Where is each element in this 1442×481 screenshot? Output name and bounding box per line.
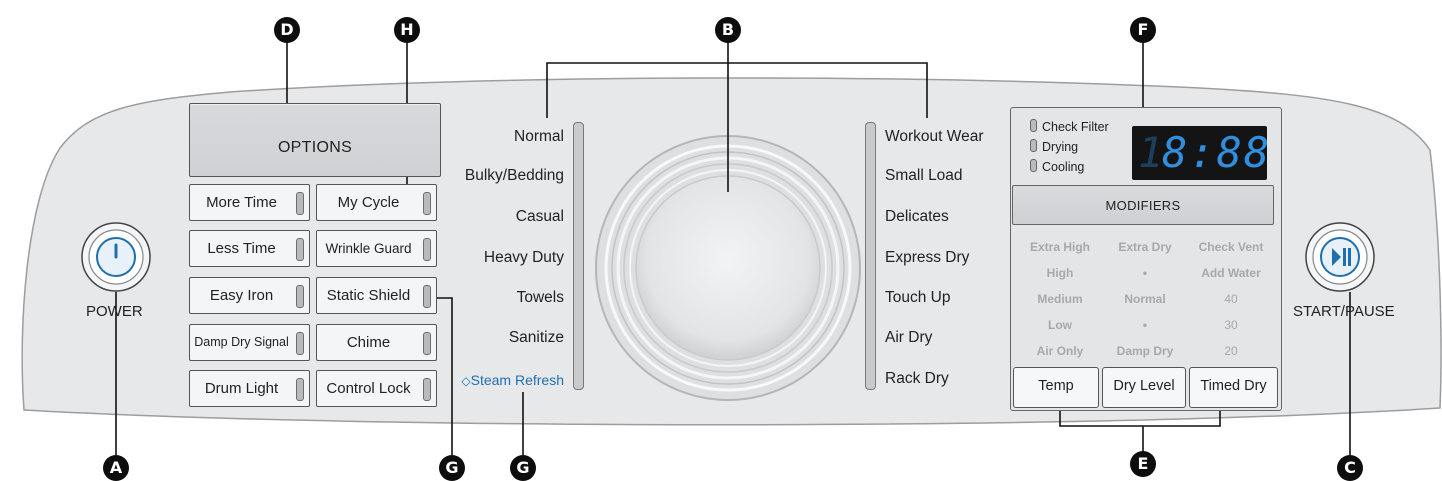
- callout-f: F: [1130, 17, 1156, 43]
- left-cycle-led-strip: [573, 122, 584, 390]
- cycle-rack-dry[interactable]: Rack Dry: [885, 370, 949, 388]
- cycle-touch-up[interactable]: Touch Up: [885, 289, 950, 307]
- dry-level-extra-dry: Extra Dry: [1100, 240, 1190, 254]
- dry-level-normal: Normal: [1100, 292, 1190, 306]
- start-pause-label: START/PAUSE: [1293, 303, 1395, 320]
- dry-level-dot: •: [1100, 266, 1190, 280]
- indicator-light: [296, 238, 304, 261]
- cycle-delicates[interactable]: Delicates: [885, 208, 949, 226]
- indicator-light: [296, 378, 304, 401]
- status-label: Check Filter: [1042, 120, 1109, 134]
- option-label: Chime: [317, 325, 420, 360]
- steam-refresh-label: Steam Refresh: [471, 372, 564, 388]
- option-label: Drum Light: [190, 371, 293, 406]
- cycle-small-load[interactable]: Small Load: [885, 167, 963, 185]
- cycle-normal[interactable]: Normal: [414, 128, 564, 146]
- cycle-bulky-bedding[interactable]: Bulky/Bedding: [414, 167, 564, 185]
- indicator-light: [296, 285, 304, 308]
- indicator-light: [296, 192, 304, 215]
- callout-b: B: [715, 17, 741, 43]
- indicator-light: [1030, 119, 1037, 132]
- less-time-button[interactable]: Less Time: [189, 230, 310, 267]
- option-label: Damp Dry Signal: [190, 325, 293, 360]
- callout-a: A: [103, 455, 129, 481]
- temp-button-label: Temp: [1014, 378, 1098, 394]
- steam-icon: ◇: [461, 374, 470, 388]
- temp-low: Low: [1015, 318, 1105, 332]
- dry-level-damp-dry: Damp Dry: [1100, 344, 1190, 358]
- more-time-button[interactable]: More Time: [189, 184, 310, 221]
- cycle-air-dry[interactable]: Air Dry: [885, 329, 932, 347]
- damp-dry-signal-button[interactable]: Damp Dry Signal: [189, 324, 310, 361]
- temp-high: High: [1015, 266, 1105, 280]
- easy-iron-button[interactable]: Easy Iron: [189, 277, 310, 314]
- drum-light-button[interactable]: Drum Light: [189, 370, 310, 407]
- options-header: OPTIONS: [189, 103, 441, 177]
- callout-d: D: [274, 17, 300, 43]
- power-label: POWER: [86, 303, 143, 320]
- dry-level-button[interactable]: Dry Level: [1102, 367, 1186, 408]
- option-label: Control Lock: [317, 371, 420, 406]
- callout-g: G: [439, 455, 465, 481]
- option-label: My Cycle: [317, 185, 420, 220]
- right-cycle-led-strip: [865, 122, 876, 390]
- callout-g: G: [510, 455, 536, 481]
- timed-dry-40: 40: [1186, 292, 1276, 306]
- indicator-light: [296, 332, 304, 355]
- cycle-workout-wear[interactable]: Workout Wear: [885, 128, 984, 146]
- options-title: OPTIONS: [190, 139, 440, 157]
- time-digits: 8:88: [1162, 128, 1271, 177]
- timed-dry-button[interactable]: Timed Dry: [1189, 367, 1278, 408]
- timed-dry-add-water: Add Water: [1186, 266, 1276, 280]
- option-label: Wrinkle Guard: [317, 231, 420, 266]
- start-pause-button[interactable]: [1306, 223, 1374, 291]
- status-check-filter: Check Filter: [1030, 119, 1109, 134]
- time-display: 1 8:88: [1132, 126, 1267, 180]
- temp-air-only: Air Only: [1015, 344, 1105, 358]
- status-label: Drying: [1042, 140, 1078, 154]
- dry-level-button-label: Dry Level: [1103, 378, 1185, 394]
- option-label: Static Shield: [317, 278, 420, 313]
- timed-dry-check-vent: Check Vent: [1186, 240, 1276, 254]
- indicator-light: [1030, 139, 1037, 152]
- steam-refresh-cycle[interactable]: ◇Steam Refresh: [414, 372, 564, 388]
- cycle-heavy-duty[interactable]: Heavy Duty: [414, 249, 564, 267]
- cycle-towels[interactable]: Towels: [414, 289, 564, 307]
- power-button[interactable]: [82, 223, 150, 291]
- timed-dry-20: 20: [1186, 344, 1276, 358]
- timed-dry-button-label: Timed Dry: [1190, 378, 1277, 394]
- status-cooling: Cooling: [1030, 159, 1084, 174]
- temp-medium: Medium: [1015, 292, 1105, 306]
- cycle-selector-dial[interactable]: [596, 136, 860, 400]
- time-prefix-digit: 1: [1138, 128, 1163, 177]
- status-drying: Drying: [1030, 139, 1078, 154]
- cycle-casual[interactable]: Casual: [414, 208, 564, 226]
- status-label: Cooling: [1042, 160, 1084, 174]
- dry-level-dot: •: [1100, 318, 1190, 332]
- callout-h: H: [394, 17, 420, 43]
- timed-dry-30: 30: [1186, 318, 1276, 332]
- temp-extra-high: Extra High: [1015, 240, 1105, 254]
- modifiers-title: MODIFIERS: [1013, 198, 1273, 213]
- callout-c: C: [1337, 455, 1363, 481]
- modifiers-header: MODIFIERS: [1012, 185, 1274, 225]
- option-label: Easy Iron: [190, 278, 293, 313]
- option-label: More Time: [190, 185, 293, 220]
- cycle-express-dry[interactable]: Express Dry: [885, 249, 969, 267]
- option-label: Less Time: [190, 231, 293, 266]
- cycle-sanitize[interactable]: Sanitize: [414, 329, 564, 347]
- callout-e: E: [1130, 451, 1156, 477]
- temp-button[interactable]: Temp: [1013, 367, 1099, 408]
- indicator-light: [1030, 159, 1037, 172]
